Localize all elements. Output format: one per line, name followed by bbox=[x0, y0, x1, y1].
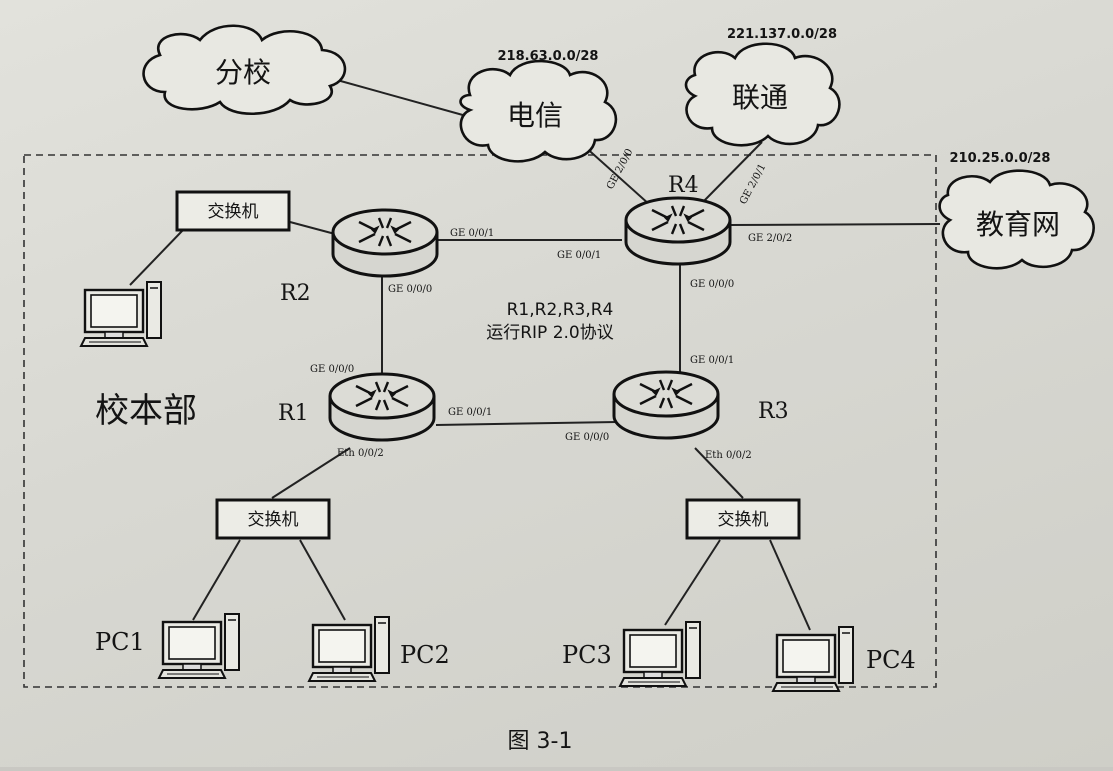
cloud-unicom: 联通 bbox=[684, 42, 841, 147]
link-telecom-r4 bbox=[582, 144, 651, 206]
iface-r4-to-r3: GE 0/0/0 bbox=[690, 279, 734, 290]
link-switch-r2 bbox=[289, 221, 336, 235]
pc4-label: PC4 bbox=[866, 646, 916, 674]
link-switch-pc2 bbox=[299, 539, 346, 621]
router-icon bbox=[612, 370, 720, 440]
router-r2-label: R2 bbox=[280, 281, 311, 306]
switch-r1: 交换机 bbox=[215, 498, 331, 540]
router-icon bbox=[624, 196, 732, 266]
link-r4-edu bbox=[729, 223, 941, 226]
link-branch-telecom bbox=[336, 79, 471, 118]
cloud-edu-label: 教育网 bbox=[976, 208, 1060, 241]
router-r4 bbox=[624, 196, 732, 266]
pc-r2 bbox=[79, 280, 163, 348]
figure-caption: 图 3-1 bbox=[508, 729, 573, 754]
link-switch-pc1 bbox=[192, 539, 241, 621]
pc-3 bbox=[618, 620, 702, 688]
switch-r1-label: 交换机 bbox=[248, 510, 299, 530]
switch-r2-label: 交换机 bbox=[208, 202, 259, 222]
computer-icon bbox=[307, 615, 391, 683]
telecom-network-address: 218.63.0.0/28 bbox=[498, 49, 599, 64]
router-r2 bbox=[331, 208, 439, 278]
router-icon bbox=[331, 208, 439, 278]
link-r3-switch bbox=[694, 447, 744, 499]
iface-r3-to-switch: Eth 0/0/2 bbox=[705, 450, 752, 461]
campus-label: 校本部 bbox=[95, 391, 197, 431]
iface-r2-to-r1: GE 0/0/0 bbox=[388, 284, 432, 295]
pc-4 bbox=[771, 625, 855, 693]
switch-r3-label: 交换机 bbox=[718, 510, 769, 530]
router-r3 bbox=[612, 370, 720, 440]
link-unicom-r4 bbox=[699, 141, 763, 206]
protocol-description: 运行RIP 2.0协议 bbox=[486, 323, 614, 343]
campus-boundary bbox=[23, 154, 937, 688]
pc3-label: PC3 bbox=[562, 641, 612, 669]
pc1-label: PC1 bbox=[95, 628, 145, 656]
router-r3-label: R3 bbox=[758, 399, 789, 424]
cloud-branch-label: 分校 bbox=[215, 56, 271, 89]
router-r1 bbox=[328, 372, 436, 442]
iface-r1-to-r3: GE 0/0/1 bbox=[448, 407, 492, 418]
switch-r2: 交换机 bbox=[175, 190, 291, 232]
router-r1-label: R1 bbox=[278, 401, 309, 426]
pc-1 bbox=[157, 612, 241, 680]
link-r1-r3 bbox=[435, 421, 618, 426]
computer-icon bbox=[771, 625, 855, 693]
iface-r1-to-switch: Eth 0/0/2 bbox=[337, 448, 384, 459]
iface-r3-to-r4: GE 0/0/1 bbox=[690, 355, 734, 366]
iface-r4-to-edu: GE 2/0/2 bbox=[748, 233, 792, 244]
cloud-edu: 教育网 bbox=[938, 169, 1095, 270]
link-switch-pc4 bbox=[769, 539, 811, 631]
unicom-network-address: 221.137.0.0/28 bbox=[727, 27, 837, 42]
cloud-branch: 分校 bbox=[142, 24, 347, 116]
iface-r4-to-r2: GE 0/0/1 bbox=[557, 250, 601, 261]
link-r1-switch bbox=[271, 447, 351, 499]
iface-r3-to-r1: GE 0/0/0 bbox=[565, 432, 609, 443]
iface-r1-to-r2: GE 0/0/0 bbox=[310, 364, 354, 375]
protocol-routers: R1,R2,R3,R4 bbox=[507, 300, 614, 320]
edu-network-address: 210.25.0.0/28 bbox=[950, 151, 1051, 166]
iface-r4-to-unicom: GE 2/0/1 bbox=[738, 162, 769, 206]
computer-icon bbox=[79, 280, 163, 348]
link-switch-pc3 bbox=[664, 539, 721, 626]
pc-2 bbox=[307, 615, 391, 683]
pc2-label: PC2 bbox=[400, 641, 450, 669]
computer-icon bbox=[157, 612, 241, 680]
cloud-telecom-label: 电信 bbox=[507, 99, 563, 132]
computer-icon bbox=[618, 620, 702, 688]
cloud-unicom-label: 联通 bbox=[732, 81, 788, 114]
iface-r2-to-r4: GE 0/0/1 bbox=[450, 228, 494, 239]
router-r4-label: R4 bbox=[668, 173, 699, 198]
router-icon bbox=[328, 372, 436, 442]
link-switch-pc-r2 bbox=[129, 229, 184, 286]
cloud-telecom: 电信 bbox=[459, 59, 618, 163]
switch-r3: 交换机 bbox=[685, 498, 801, 540]
connections bbox=[129, 79, 941, 631]
